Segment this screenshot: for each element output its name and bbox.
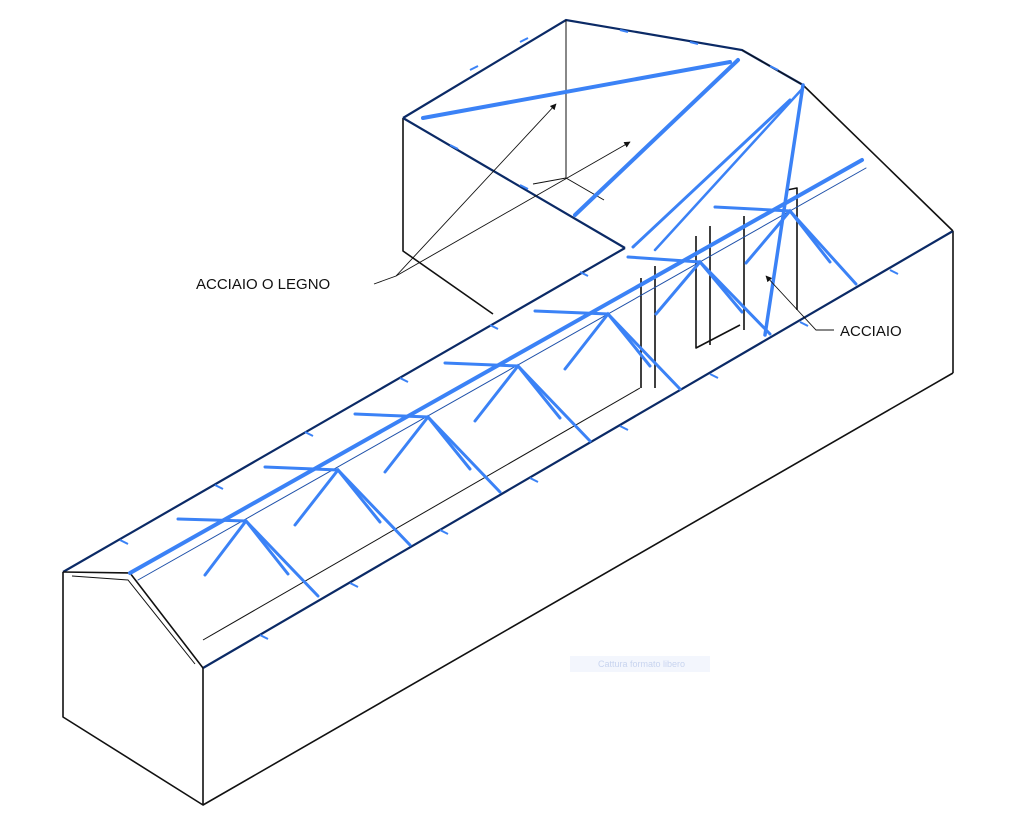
truss-5	[533, 309, 682, 391]
cross-wing-front-plate	[402, 117, 626, 249]
inner-plate-line	[202, 387, 641, 641]
long-wall-base	[202, 372, 954, 806]
truss-3	[353, 412, 502, 494]
cross-wing-inner-floor	[532, 177, 567, 185]
long-wall-plate-left	[62, 247, 626, 573]
truss-2	[263, 465, 412, 547]
leader-steel-or-wood-1	[373, 103, 557, 285]
truss-4	[443, 361, 592, 443]
front-gable-inner	[71, 575, 196, 665]
front-end-wall	[62, 572, 204, 806]
ridge-beam-edge	[137, 167, 867, 581]
interior-opening-2	[695, 226, 741, 349]
plate-ticks	[119, 29, 899, 640]
cross-wing-beam-2	[573, 58, 740, 217]
cross-wing-valley	[631, 98, 792, 249]
cross-wing-hip-post	[763, 83, 805, 337]
cross-wing-inner-corner	[565, 20, 605, 201]
cross-wing-back-plate	[402, 18, 804, 119]
cross-wing-beam-1	[421, 60, 732, 120]
long-wall-plate-right	[202, 230, 954, 669]
interior-opening-3	[743, 187, 798, 330]
leader-steel	[765, 275, 834, 331]
building-outline	[62, 18, 954, 806]
cross-wing-brace	[653, 86, 805, 252]
truss-7	[713, 205, 858, 286]
truss-1	[176, 517, 320, 598]
truss-6	[626, 255, 772, 336]
label-steel-or-wood: ACCIAIO O LEGNO	[196, 276, 330, 293]
truss-members	[128, 58, 867, 598]
leader-steel-or-wood-2	[395, 141, 631, 277]
watermark-text: Cattura formato libero	[598, 659, 685, 669]
leaders	[373, 103, 834, 331]
interior-opening-1	[640, 266, 656, 388]
cross-wing-left-wall	[402, 118, 494, 315]
label-steel: ACCIAIO	[840, 323, 902, 340]
watermark-box	[570, 656, 710, 672]
cross-wing-hip-right	[802, 84, 954, 232]
